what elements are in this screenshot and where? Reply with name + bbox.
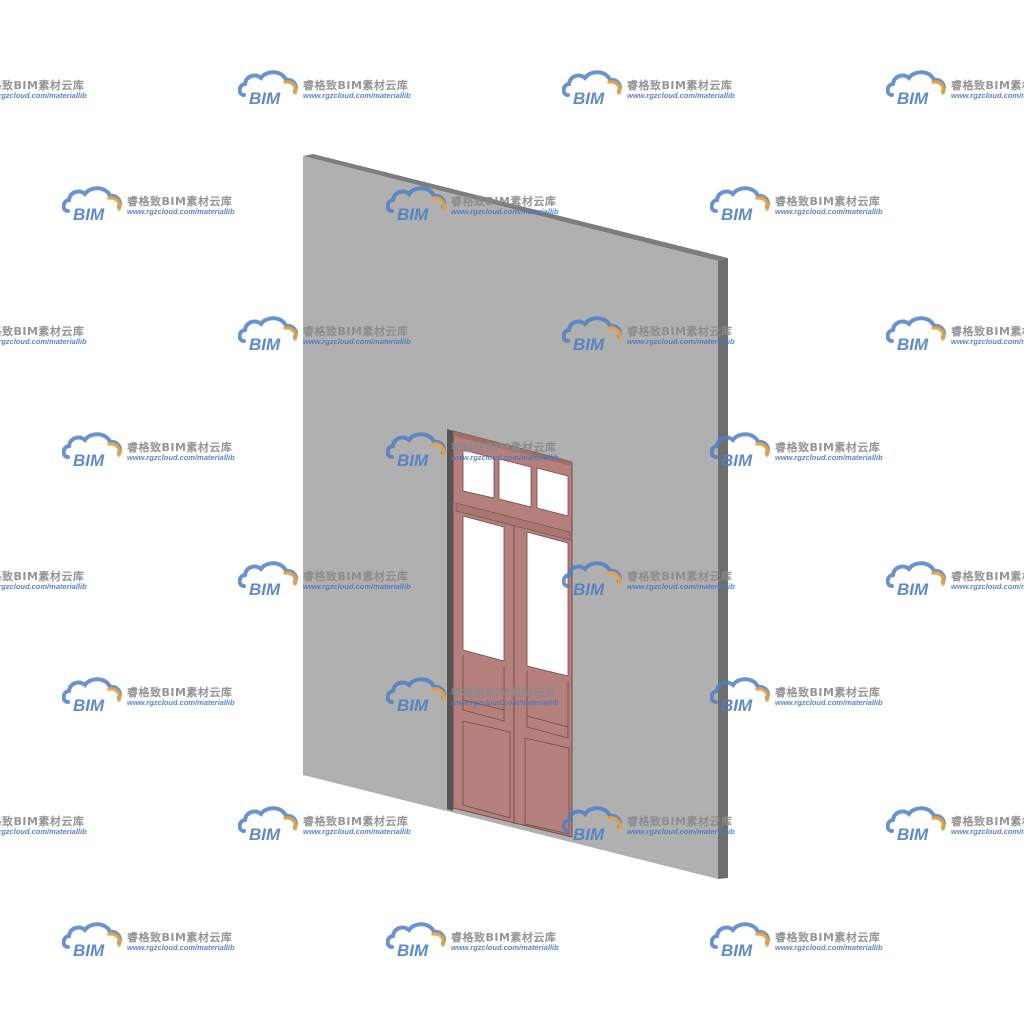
door-jamb bbox=[447, 429, 453, 811]
door-frame-top bbox=[453, 431, 572, 466]
panel-right-upper bbox=[526, 671, 569, 739]
wall-side-edge bbox=[718, 258, 728, 879]
wall-top-edge bbox=[303, 154, 728, 261]
transom-pane-2 bbox=[498, 458, 532, 508]
transom-pane-1 bbox=[462, 449, 495, 499]
glass-pane-left bbox=[462, 515, 505, 662]
panel-left-lower bbox=[462, 720, 511, 819]
panel-rail-right bbox=[526, 715, 569, 728]
panel-left-upper bbox=[462, 655, 505, 722]
glass-pane-right bbox=[526, 531, 569, 677]
panel-rail-left bbox=[462, 699, 505, 711]
transom-pane-3 bbox=[536, 467, 569, 517]
panel-right-lower bbox=[524, 737, 570, 835]
transom-bar bbox=[455, 502, 571, 541]
